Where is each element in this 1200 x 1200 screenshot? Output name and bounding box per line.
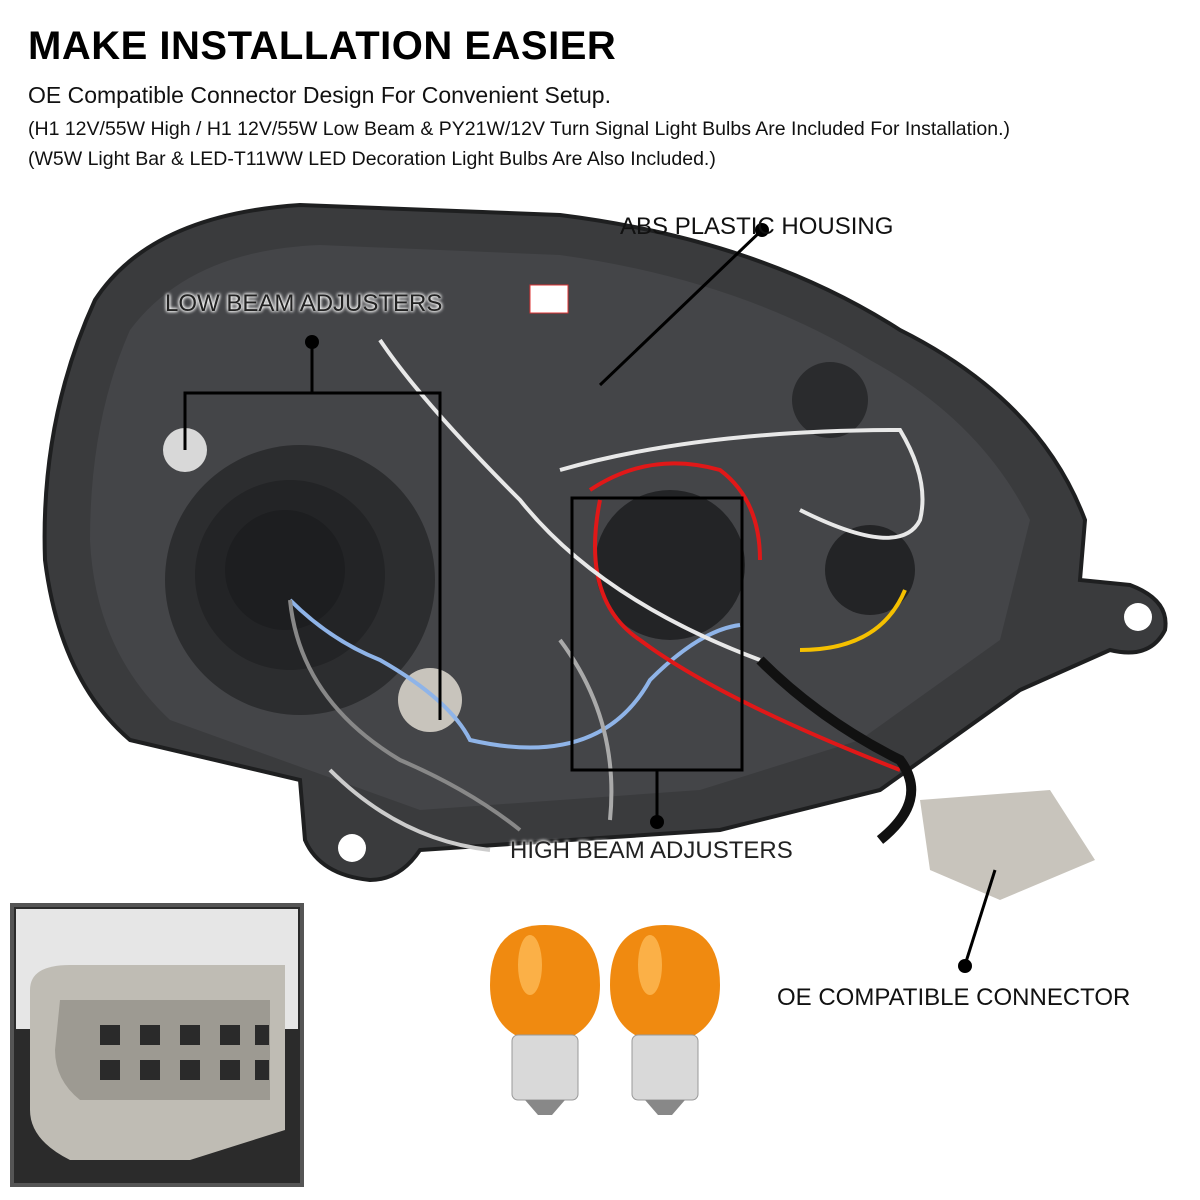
high-beam-adjusters-label: HIGH BEAM ADJUSTERS	[510, 837, 793, 864]
low-beam-dust-cap	[165, 445, 435, 715]
oe-compatible-connector-label: OE COMPATIBLE CONNECTOR	[777, 984, 1131, 1011]
turn-signal-socket	[825, 525, 915, 615]
page-title: MAKE INSTALLATION EASIER	[28, 24, 617, 68]
bulbs-note: (H1 12V/55W High / H1 12V/55W Low Beam &…	[28, 118, 1010, 140]
callout-lines	[183, 228, 997, 966]
housing-callout-dot	[755, 223, 769, 237]
connector-closeup-inset	[10, 903, 304, 1187]
low-beam-adjusters-label: LOW BEAM ADJUSTERS	[165, 290, 443, 317]
connector-callout-dot	[958, 959, 972, 973]
bulb-socket	[398, 668, 462, 732]
low-beam-callout-dot	[305, 335, 319, 349]
py21w-bulb-left	[490, 925, 600, 1115]
high-beam-dust-cap	[595, 490, 745, 640]
abs-plastic-housing-label: ABS PLASTIC HOUSING	[620, 213, 894, 240]
extras-note: (W5W Light Bar & LED-T11WW LED Decoratio…	[28, 148, 716, 170]
qc-sticker	[529, 284, 569, 314]
subtitle: OE Compatible Connector Design For Conve…	[28, 82, 611, 108]
py21w-bulb-right	[610, 925, 720, 1115]
high-beam-callout-dot	[650, 815, 664, 829]
oe-connector	[920, 790, 1095, 900]
wiring-harness	[288, 338, 925, 852]
